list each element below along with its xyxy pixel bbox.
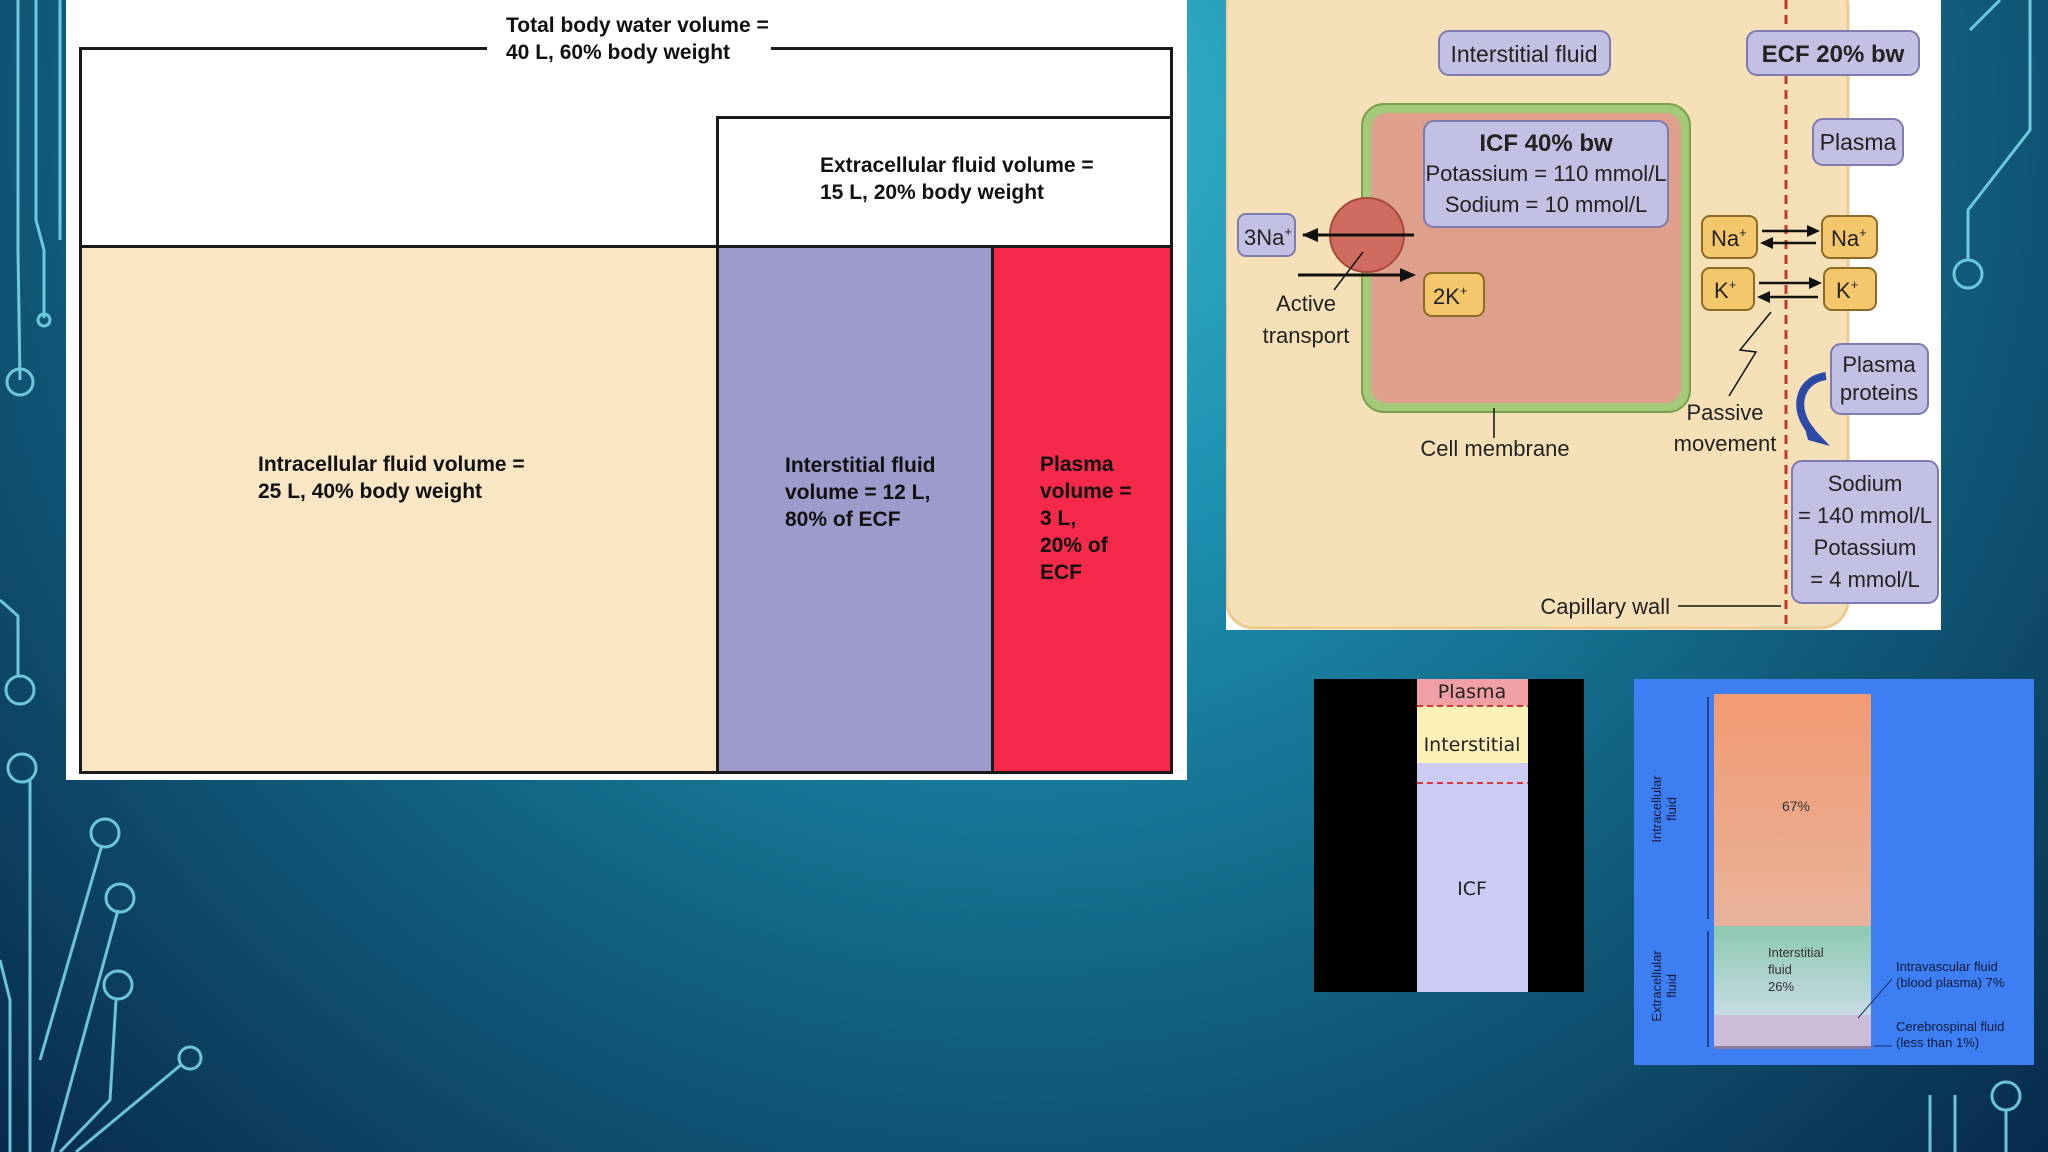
ecf-volume-label: Extracellular fluid volume = 15 L, 20% b… (820, 154, 1094, 204)
interstitial-percent-label: 26% (1768, 979, 1794, 994)
interstitial-label-2: fluid (1768, 962, 1792, 977)
passive-movement-pointer (1728, 311, 1772, 397)
simple-fluid-bar: Plasma Interstitial ICF (1314, 679, 1584, 992)
extracellular-label-1: Extracellular (1649, 950, 1664, 1022)
ecf-sodium-label-2: = 140 mmol/L (1798, 503, 1932, 528)
k-left-label: K+ (1714, 277, 1736, 303)
transport-label: transport (1263, 323, 1350, 348)
na-right-label: Na+ (1831, 225, 1867, 251)
plasma-proteins-label-1: Plasma (1842, 352, 1916, 377)
ecf-sodium-label-1: Sodium (1828, 471, 1903, 496)
k-in-label: 2K+ (1433, 283, 1468, 309)
k-forward-arrowhead (1809, 277, 1822, 289)
outer-box-top-right (771, 47, 1172, 50)
ecf-box (1746, 30, 1920, 76)
percent-fluid-bar: Intracellular fluid Extracellular fluid … (1634, 679, 2034, 1065)
plasma-proteins-label-2: proteins (1840, 380, 1918, 405)
na-back-arrowhead (1760, 237, 1773, 249)
intracellular-label-2: fluid (1664, 797, 1679, 821)
k-right-box (1823, 267, 1877, 311)
intracellular-segment (1714, 694, 1871, 926)
na-right-box (1821, 215, 1878, 259)
k-right-label: K+ (1836, 277, 1858, 303)
csf-label-1: Cerebrospinal fluid (1896, 1019, 2004, 1034)
total-body-water-label: Total body water volume = 40 L, 60% body… (506, 14, 769, 64)
icf-info-box (1423, 120, 1669, 228)
k-influx-arrowhead (1400, 268, 1416, 282)
plasma-segment-label: Plasma (1438, 681, 1506, 703)
interstitial-segment (1417, 706, 1528, 763)
ecf-label: ECF 20% bw (1762, 41, 1905, 68)
capillary-wall-label: Capillary wall (1540, 594, 1670, 619)
ecf-potassium-label-2: = 4 mmol/L (1810, 567, 1919, 592)
plasma-divider (991, 248, 994, 772)
na-efflux-arrowhead (1302, 228, 1318, 242)
intracellular-label-1: Intracellular (1649, 775, 1664, 843)
plasma-label: Plasma (1820, 129, 1897, 155)
k-back-arrowhead (1757, 291, 1770, 303)
ecf-box-left (716, 116, 719, 246)
active-transport-pointer (1333, 251, 1364, 291)
interstitial-volume-label: Interstitial fluid volume = 12 L, 80% of… (785, 454, 936, 531)
icf-divider (716, 248, 719, 772)
icf-segment (1417, 763, 1528, 992)
outer-box-top-left (79, 47, 487, 50)
interstitial-label-1: Interstitial (1768, 945, 1824, 960)
na-left-box (1701, 215, 1758, 259)
compartments-diagram: Interstitial fluid ECF 20% bw ICF 40% bw… (1226, 0, 1941, 630)
outer-box-right (1170, 47, 1173, 773)
k-in-box (1423, 272, 1485, 317)
interstitial-region (719, 248, 991, 771)
extracellular-label-2: fluid (1664, 974, 1679, 998)
intravascular-label-1: Intravascular fluid (1896, 959, 1998, 974)
na-out-label: 3Na+ (1244, 224, 1292, 250)
ecf-potassium-label-1: Potassium (1814, 535, 1917, 560)
active-label: Active (1276, 291, 1336, 316)
na-forward-arrowhead (1807, 225, 1820, 237)
plasma-proteins-box (1830, 343, 1929, 415)
fluid-volumes-diagram: Total body water volume = 40 L, 60% body… (66, 0, 1187, 780)
plasma-region (993, 248, 1170, 771)
intravascular-segment (1714, 1015, 1871, 1046)
compartments-top (79, 245, 1173, 248)
plasma-segment (1417, 679, 1528, 706)
interstitial-segment (1714, 926, 1871, 1015)
ecf-box-top (716, 116, 1173, 119)
cell-membrane-label: Cell membrane (1420, 436, 1569, 461)
na-out-box (1237, 213, 1296, 257)
outer-box-bottom (79, 771, 1173, 774)
ecf-ion-box (1791, 460, 1939, 604)
protein-curved-arrowhead (1802, 416, 1830, 446)
intravascular-pointer (1857, 978, 1893, 1019)
icf-title: ICF 40% bw (1479, 130, 1613, 157)
icf-volume-label: Intracellular fluid volume = 25 L, 40% b… (258, 453, 525, 503)
icf-segment-label: ICF (1457, 878, 1487, 900)
icf-region (82, 248, 717, 771)
csf-label-2: (less than 1%) (1896, 1035, 1979, 1050)
passive-label: Passive (1686, 400, 1763, 425)
interstitial-segment-label: Interstitial (1424, 734, 1521, 756)
plasma-volume-label: Plasma volume = 3 L, 20% of ECF (1040, 453, 1132, 584)
icf-sodium: Sodium = 10 mmol/L (1445, 192, 1647, 217)
icf-potassium: Potassium = 110 mmol/L (1425, 161, 1666, 186)
csf-segment (1714, 1046, 1871, 1049)
movement-label: movement (1674, 431, 1777, 456)
k-left-box (1701, 267, 1755, 311)
plasma-box (1812, 118, 1904, 166)
intravascular-label-2: (blood plasma) 7% (1896, 975, 2005, 990)
interstitial-fluid-box (1438, 30, 1611, 76)
outer-box-left (79, 47, 82, 773)
interstitial-fluid-label: Interstitial fluid (1450, 41, 1597, 67)
na-left-label: Na+ (1711, 225, 1747, 251)
icf-percent-label: 67% (1782, 798, 1810, 814)
